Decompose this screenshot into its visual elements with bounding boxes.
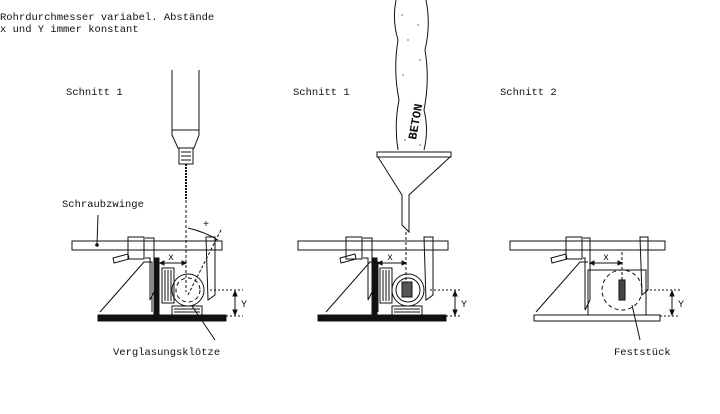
panel-1-title: Schnitt 1 [66, 87, 123, 99]
base-plate [533, 314, 661, 322]
panel-3-drawing: x Y [509, 236, 684, 341]
svg-text:x: x [603, 253, 609, 264]
concrete-pour: BETON [393, 0, 429, 151]
angle-mark: + [203, 220, 209, 231]
svg-text:Y: Y [241, 300, 247, 311]
label-verglasungskloetze: Verglasungsklötze [113, 347, 221, 359]
panel-2-title: Schnitt 1 [293, 87, 350, 99]
leader-fixed-piece [631, 304, 641, 341]
drill [171, 70, 200, 292]
funnel [376, 151, 452, 234]
clamp-frame [99, 236, 216, 317]
label-feststueck: Feststück [614, 347, 671, 359]
panel-1-drawing: + x [71, 70, 247, 341]
base-plate [317, 314, 447, 322]
clamp-bar [71, 214, 223, 264]
panel-3-title: Schnitt 2 [500, 87, 557, 99]
caption-line-2: x und Y immer konstant [0, 24, 139, 36]
panel-2-drawing: BETON x Y [297, 0, 467, 322]
angle-arc [187, 227, 219, 241]
fixed-piece [587, 269, 647, 316]
dim-x: x [158, 253, 188, 266]
svg-text:BETON: BETON [406, 103, 426, 141]
clamp-bar [509, 240, 666, 251]
svg-text:Y: Y [461, 300, 467, 311]
clamp-bar [297, 240, 449, 251]
leader-blocks [191, 305, 216, 341]
label-schraubzwinge: Schraubzwinge [62, 199, 144, 211]
base-plate [97, 314, 227, 322]
caption-line-1: Rohrdurchmesser variabel. Abstände [0, 12, 215, 24]
svg-text:x: x [168, 253, 174, 264]
svg-text:Y: Y [678, 300, 684, 311]
pipe [171, 273, 205, 307]
dim-y: Y [210, 289, 247, 317]
svg-text:x: x [387, 253, 393, 264]
